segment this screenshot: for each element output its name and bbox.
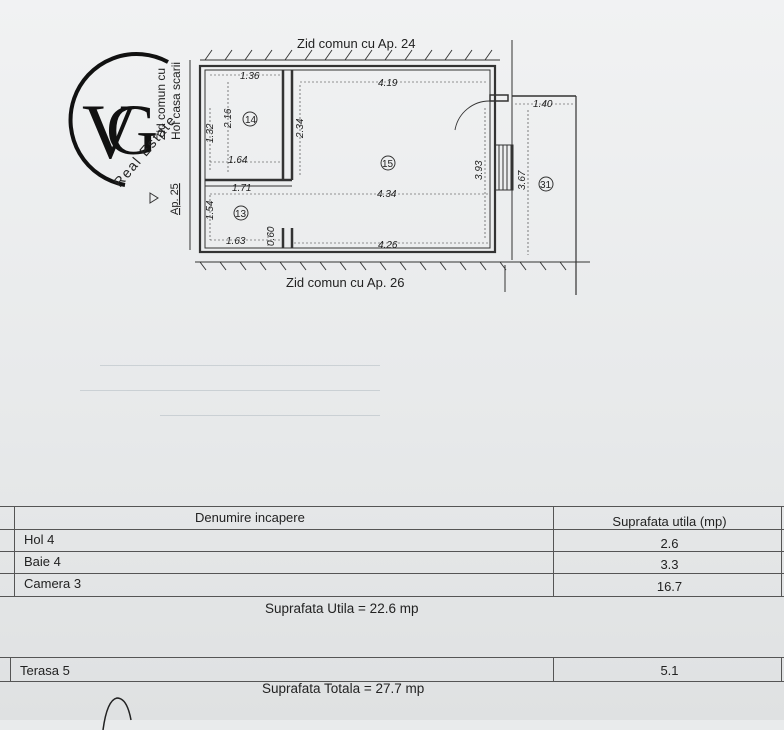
dim-1-40: 1.40 (533, 99, 553, 110)
vg-real-estate-logo: V G Real Estate (68, 52, 179, 190)
table-row: Terasa 5 5.1 (0, 657, 784, 682)
table-row: Baie 4 3.3 (0, 551, 784, 573)
dim-1-36: 1.36 (240, 71, 260, 82)
terrace-area: 5.1 (660, 663, 679, 678)
wall-top-label: Zid comun cu Ap. 24 (297, 36, 416, 51)
floor-plan: Zid comun cu Ap. 24 Zid comun cu Ap. 26 … (149, 36, 590, 295)
dim-1-54: 1.54 (205, 200, 216, 220)
dim-2-34: 2.34 (295, 118, 306, 139)
row-name: Hol 4 (24, 532, 55, 547)
dim-1-71: 1.71 (232, 183, 251, 194)
room-13: 13 (235, 209, 247, 220)
useful-area-total: Suprafata Utila = 22.6 mp (265, 601, 419, 616)
room-14: 14 (245, 115, 257, 126)
dim-4-19: 4.19 (378, 78, 398, 89)
row-area: 2.6 (660, 536, 679, 551)
logo-letter-g: G (106, 90, 158, 170)
dim-3-93: 3.93 (474, 160, 485, 180)
dim-4-34: 4.34 (377, 189, 397, 200)
row-area: 16.7 (656, 579, 683, 594)
logo-letter-v: V (82, 88, 138, 175)
table-row: Camera 3 16.7 (0, 573, 784, 597)
dim-1-32: 1.32 (205, 123, 216, 143)
signature-mark (102, 697, 132, 730)
bleed-through-text (50, 345, 380, 435)
table-row: Hol 4 2.6 (0, 529, 784, 551)
row-name: Camera 3 (24, 576, 82, 591)
dim-0-60: 0.60 (266, 226, 277, 246)
dim-3-67: 3.67 (517, 170, 528, 190)
wall-left-label-1: Zid comun cu (154, 68, 168, 140)
wall-left-label-2: Hol casa scarii (169, 62, 183, 140)
apartment-left-label: Ap. 25 (169, 183, 181, 215)
header-useful-area: Suprafata utila (mp) (612, 514, 727, 529)
room-15: 15 (382, 159, 394, 170)
terrace-name: Terasa 5 (20, 663, 70, 678)
wall-bottom-label: Zid comun cu Ap. 26 (286, 275, 405, 290)
dim-1-63: 1.63 (226, 236, 246, 247)
row-name: Baie 4 (24, 554, 61, 569)
dim-1-64: 1.64 (228, 155, 248, 166)
room-31: 31 (540, 180, 552, 191)
table-header: Denumire incapere Suprafata utila (mp) (0, 506, 784, 530)
header-room-name: Denumire incapere (195, 510, 305, 525)
grand-total: Suprafata Totala = 27.7 mp (262, 681, 425, 696)
dim-4-26: 4.26 (378, 240, 398, 251)
row-area: 3.3 (660, 557, 679, 572)
dim-2-16: 2.16 (223, 108, 234, 129)
